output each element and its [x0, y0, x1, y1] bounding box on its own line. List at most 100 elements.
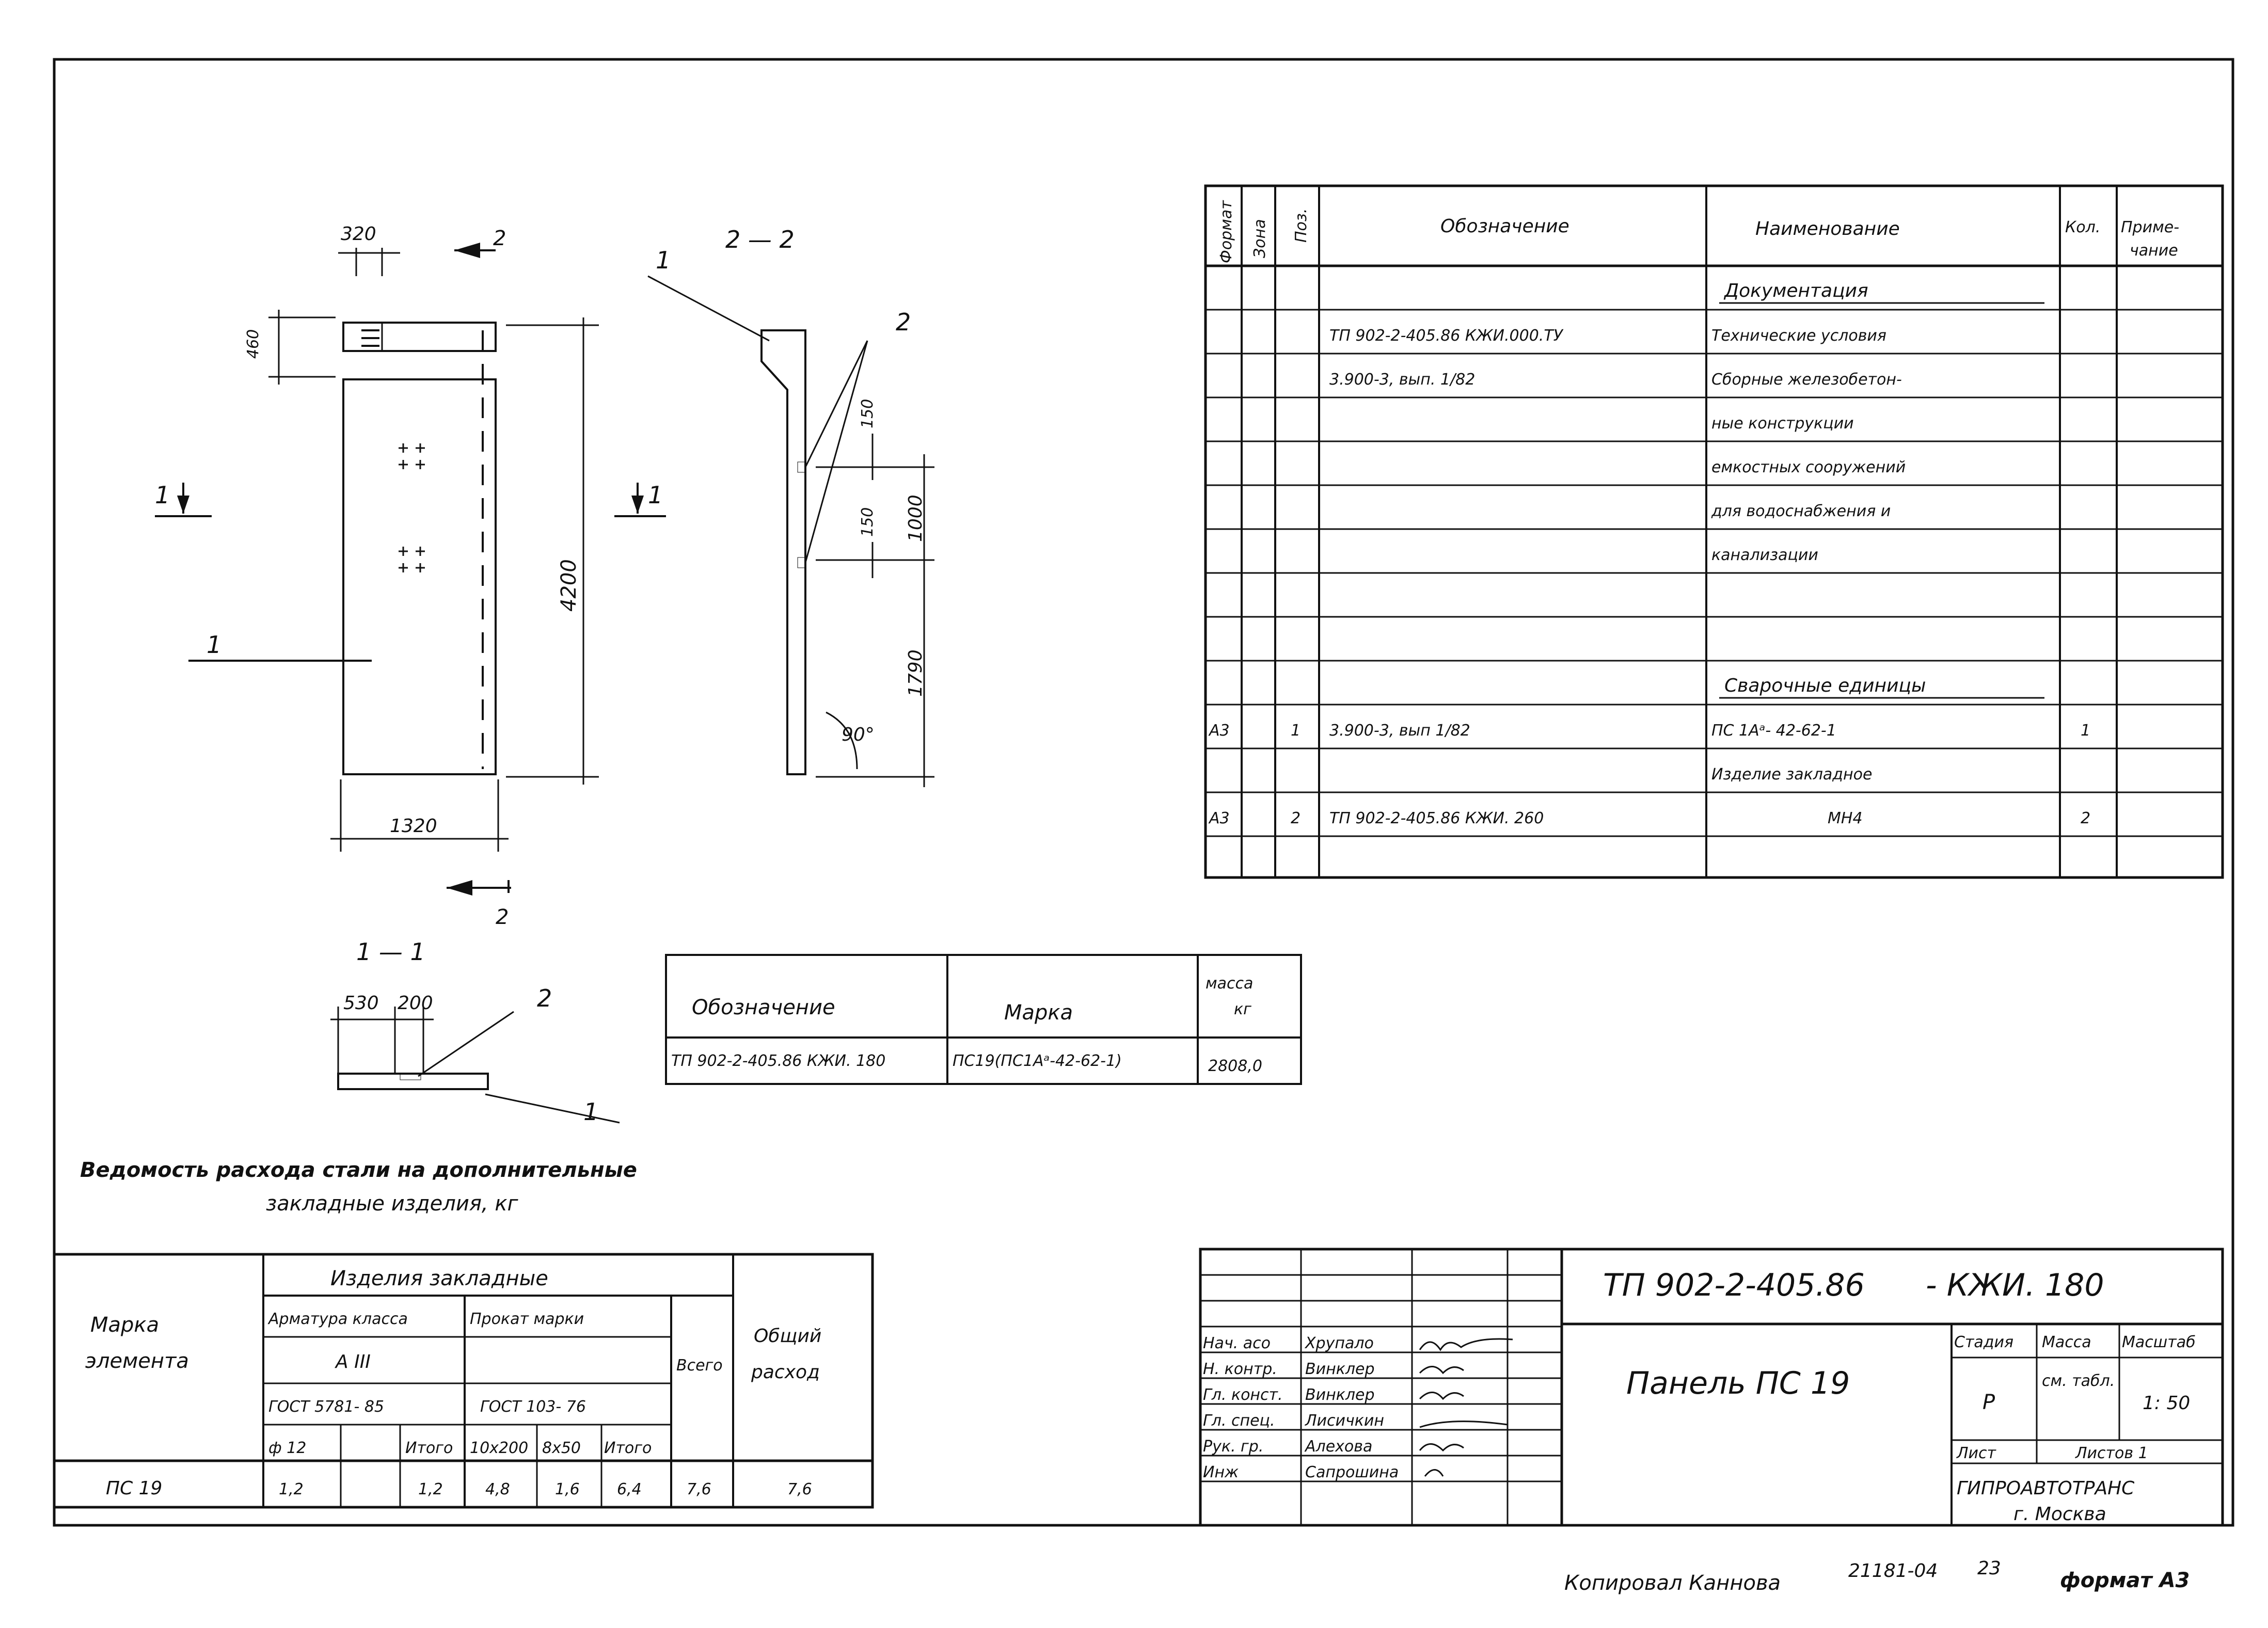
title-person-name: Лисичкин: [1305, 1412, 1384, 1430]
dim-320: 320: [341, 224, 376, 245]
footer-format: формат А3: [2060, 1569, 2190, 1592]
steel-h-element: элемента: [85, 1349, 189, 1373]
spec-row-name: ные конструкции: [1711, 414, 1854, 433]
spec-row-name: ПС 1Аᵃ- 42-62-1: [1711, 722, 1836, 740]
dim-460: 460: [244, 329, 262, 359]
section-2-2-view: 2 — 2 1 2 150 150 1000 1790 90°: [647, 226, 934, 787]
footer: Копировал Каннова 21181-04 23 формат А3: [1564, 1558, 2190, 1595]
steel-title-line1: Ведомость расхода стали на дополнительны…: [80, 1158, 637, 1182]
section-1-1-view: 1 — 1 530 200 2 1: [330, 938, 620, 1126]
mass-table-h-mass: масса: [1206, 975, 1253, 993]
panel-body: [342, 378, 497, 775]
title-scale: 1: 50: [2143, 1393, 2190, 1414]
dim-150-lower: 150: [859, 507, 877, 537]
pos-2-label-plan: 2: [537, 984, 552, 1012]
spec-row-name: МН4: [1828, 809, 1863, 827]
spec-table: Формат Зона Поз. Обозначение Наименовани…: [1204, 184, 2224, 879]
steel-row-10x200: 4,8: [485, 1480, 510, 1498]
spec-row-designation: 3.900-3, вып 1/82: [1329, 722, 1470, 740]
dim-150-upper: 150: [859, 399, 877, 428]
dim-1000: 1000: [905, 494, 926, 542]
title-mass: см. табл.: [2042, 1372, 2115, 1390]
title-person-role: Нач. асо: [1203, 1334, 1271, 1352]
title-org1: ГИПРОАВТОТРАНС: [1957, 1478, 2135, 1499]
steel-row-itogo1: 1,2: [418, 1480, 443, 1498]
spec-h-format: Формат: [1217, 200, 1235, 263]
cut-mark-1-right: 1: [648, 481, 663, 509]
spec-h-name: Наименование: [1755, 218, 1900, 240]
mass-table: Обозначение Марка масса кг ТП 902-2-405.…: [665, 954, 1302, 1085]
spec-row-name: емкостных сооружений: [1711, 458, 1906, 476]
cut-mark-2-top: 2: [493, 227, 506, 250]
dim-530: 530: [343, 993, 379, 1014]
cut-mark-1-left: 1: [155, 481, 170, 509]
steel-statement: Ведомость расхода стали на дополнительны…: [53, 1158, 874, 1509]
title-person-role: Н. контр.: [1203, 1360, 1277, 1378]
spec-row-pos: 1: [1291, 722, 1300, 740]
title-person-name: Винклер: [1305, 1360, 1375, 1378]
title-person-name: Винклер: [1305, 1386, 1375, 1404]
steel-h-gost1: ГОСТ 5781- 85: [268, 1398, 384, 1416]
spec-h-pos: Поз.: [1292, 209, 1310, 243]
steel-h-phi12: ф 12: [268, 1439, 306, 1457]
title-person-name: Алехова: [1304, 1438, 1372, 1456]
dim-1320: 1320: [390, 816, 437, 837]
spec-row-designation: 3.900-3, вып. 1/82: [1329, 371, 1475, 389]
spec-row-name: Технические условия: [1711, 327, 1886, 345]
footer-num: 21181-04: [1848, 1560, 1938, 1582]
steel-title-line2: закладные изделия, кг: [266, 1192, 518, 1216]
mass-table-mass: 2808,0: [1208, 1057, 1262, 1075]
mass-table-h-mass-unit: кг: [1234, 1000, 1251, 1018]
steel-row-8x50: 1,6: [555, 1480, 580, 1498]
steel-h-10x200: 10х200: [470, 1439, 528, 1457]
spec-h-zone: Зона: [1251, 219, 1269, 258]
title-code-suffix: - КЖИ. 180: [1926, 1267, 2104, 1303]
title-stage: Р: [1982, 1391, 1995, 1414]
steel-row-phi12: 1,2: [279, 1480, 304, 1498]
mass-table-designation: ТП 902-2-405.86 КЖИ. 180: [671, 1052, 885, 1070]
spec-row-designation: ТП 902-2-405.86 КЖИ. 260: [1329, 809, 1544, 827]
front-view: 320 2 460 4200 1320: [155, 224, 666, 929]
spec-row-name: Сборные железобетон-: [1711, 371, 1902, 389]
spec-row-format: А3: [1208, 722, 1230, 740]
title-org2: г. Москва: [2013, 1504, 2106, 1525]
mass-table-mark: ПС19(ПС1Аᵃ-42-62-1): [953, 1052, 1122, 1070]
footer-copied: Копировал Каннова: [1564, 1571, 1781, 1595]
title-person-role: Гл. спец.: [1203, 1412, 1275, 1430]
spec-h-note: Приме- чание: [2121, 218, 2184, 260]
spec-row-pos: 2: [1291, 809, 1300, 827]
spec-row-qty: 2: [2081, 809, 2090, 827]
title-person-role: Рук. гр.: [1203, 1438, 1263, 1456]
steel-row-overall: 7,6: [787, 1480, 812, 1498]
title-person-name: Хрупало: [1304, 1334, 1374, 1352]
spec-row-name: Документация: [1723, 280, 1868, 301]
cut-mark-2-bottom: 2: [496, 905, 509, 929]
steel-h-items: Изделия закладные: [330, 1267, 548, 1290]
signature-marks: [1419, 1338, 1513, 1477]
title-person-role: Гл. конст.: [1203, 1386, 1283, 1404]
section-1-1-title: 1 — 1: [356, 938, 425, 966]
spec-row-designation: ТП 902-2-405.86 КЖИ.000.ТУ: [1329, 327, 1564, 345]
spec-row-name: для водоснабжения и: [1711, 502, 1891, 520]
steel-h-class: А III: [335, 1351, 371, 1372]
spec-rows: Документация ТП 902-2-405.86 КЖИ.000.ТУ Те…: [1208, 280, 2090, 827]
pos-1-label-section: 1: [656, 246, 671, 274]
steel-h-rolled: Прокат марки: [470, 1310, 584, 1328]
steel-h-8x50: 8х50: [542, 1439, 581, 1457]
title-h-scale: Масштаб: [2122, 1333, 2196, 1351]
pos-1-label-front: 1: [207, 631, 221, 659]
pos-1-label-plan: 1: [583, 1098, 598, 1126]
title-sheets-label: Листов 1: [2075, 1444, 2148, 1462]
dim-angle-90: 90°: [842, 724, 875, 745]
footer-page: 23: [1977, 1558, 2001, 1579]
title-name: Панель ПС 19: [1626, 1365, 1850, 1401]
title-sheet-label: Лист: [1956, 1444, 1997, 1462]
steel-h-rebar: Арматура класса: [267, 1310, 408, 1328]
steel-h-itogo2: Итого: [604, 1439, 652, 1457]
steel-row-itogo2: 6,4: [617, 1480, 642, 1498]
title-h-stage: Стадия: [1954, 1333, 2013, 1351]
steel-h-gost2: ГОСТ 103- 76: [480, 1398, 586, 1416]
mass-table-h-designation: Обозначение: [692, 996, 835, 1019]
